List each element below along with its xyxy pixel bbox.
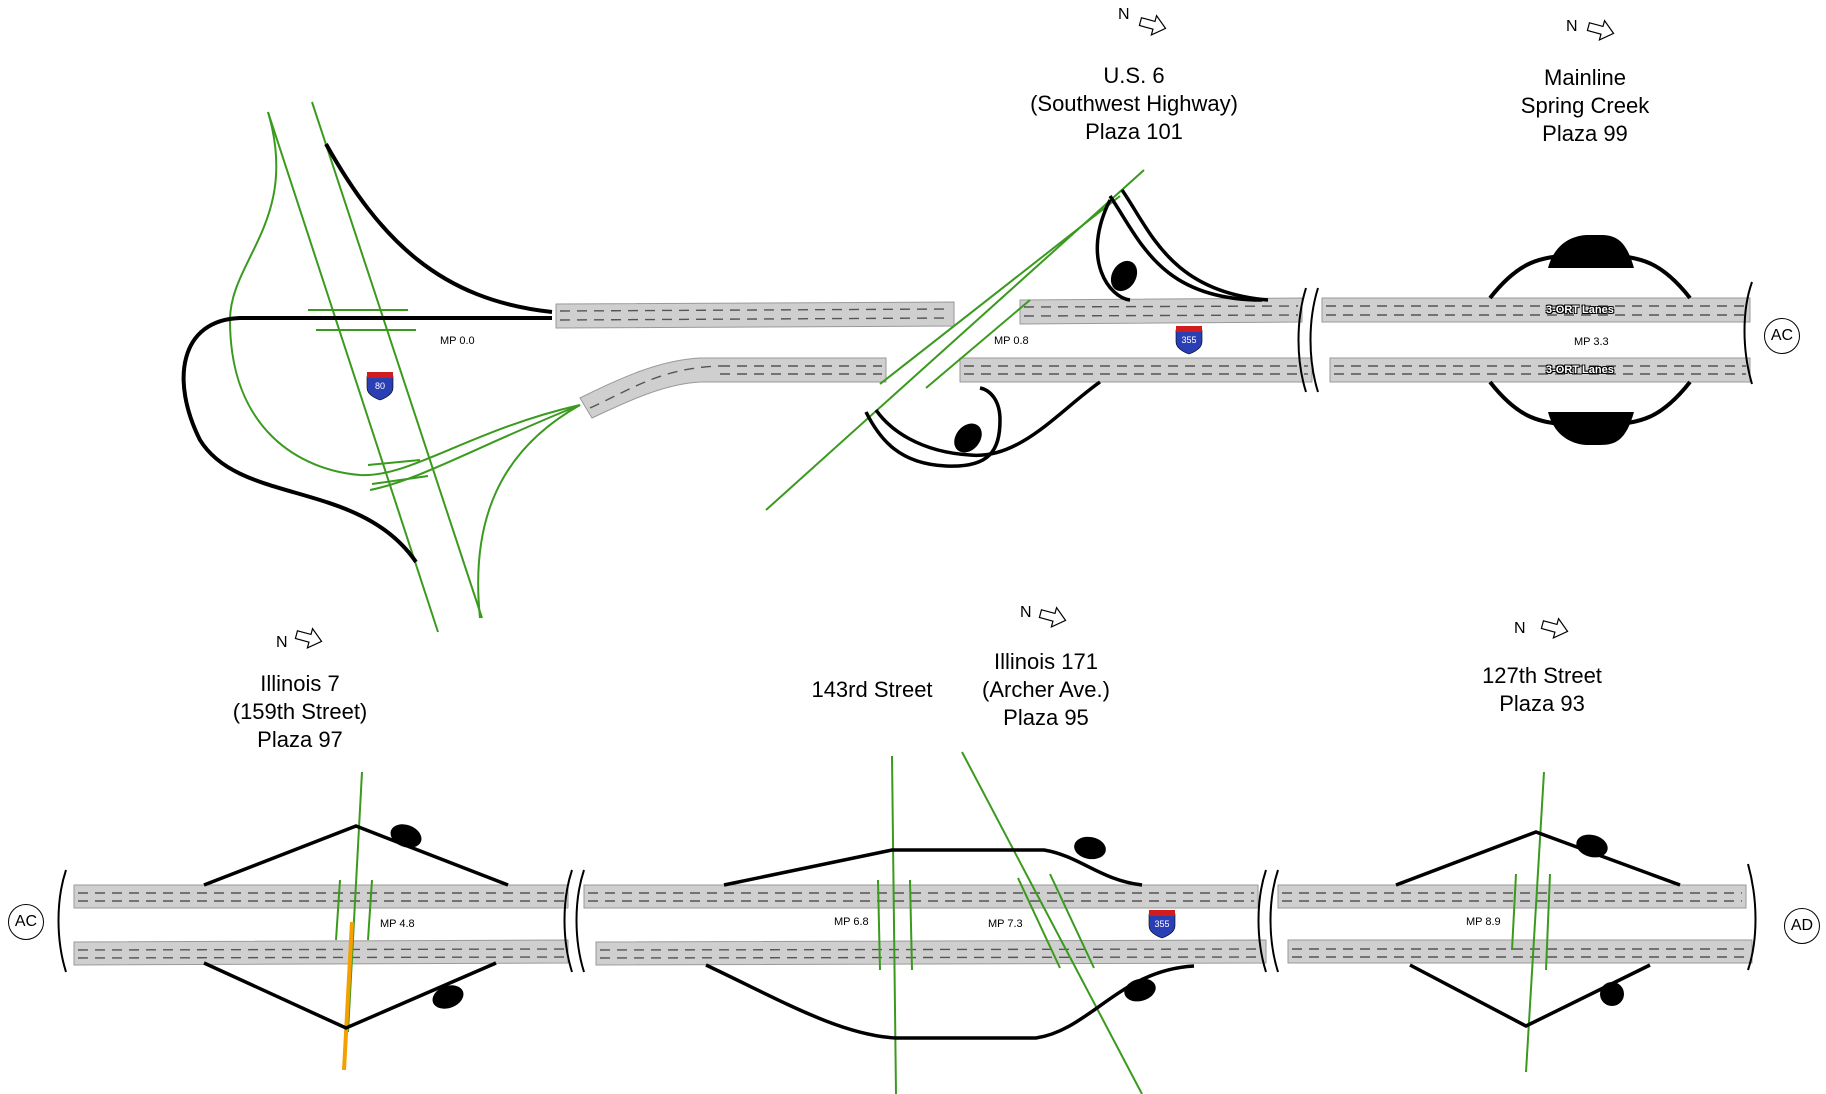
i80-ramps — [181, 143, 553, 564]
us6-bulb-south — [954, 423, 982, 453]
mainline-bottom — [73, 884, 1753, 966]
il7-bulb-north — [390, 824, 422, 848]
il171-bulb-south — [1124, 978, 1156, 1002]
i355-shield-number: 355 — [1181, 335, 1197, 345]
us6-crossroad — [765, 169, 1145, 511]
st143-label: 143rd Street — [811, 677, 933, 702]
connector-ac-top: AC — [1764, 318, 1800, 354]
north-arrow-icon — [1037, 603, 1069, 631]
milepost-label: MP 0.8 — [994, 335, 1029, 347]
i80-shield-icon — [366, 372, 394, 401]
il171-bulb-north — [1074, 836, 1106, 860]
st143-il171-crossroad — [877, 751, 1143, 1094]
north-indicator: N — [1118, 6, 1130, 23]
i355-shield-top-icon — [1175, 326, 1203, 355]
i355-shield-number: 355 — [1154, 919, 1170, 929]
north-arrow-icon — [1585, 16, 1617, 44]
i355-shield-bottom-icon — [1148, 910, 1176, 939]
milepost-label: MP 4.8 — [380, 918, 415, 930]
lane-dashes-bottom — [77, 892, 1748, 959]
milepost-label: MP 3.3 — [1574, 336, 1609, 348]
i80-crossroad — [228, 101, 581, 633]
spring-creek-canopy-north — [1548, 235, 1634, 268]
us6-bulb-north — [1110, 260, 1138, 292]
il7-label: Illinois 7 (159th Street) Plaza 97 — [232, 671, 368, 752]
i80-shield-number: 80 — [374, 381, 385, 391]
il171-label: Illinois 171 (Archer Ave.) Plaza 95 — [982, 649, 1110, 730]
il7-ramps — [203, 824, 509, 1030]
break-marks-bottom — [57, 863, 1757, 973]
st127-bulb-south — [1600, 982, 1624, 1006]
milepost-label: MP 8.9 — [1466, 916, 1501, 928]
st127-bulb-north — [1576, 834, 1608, 858]
ort-lanes-label: 3-ORT Lanes — [1546, 304, 1614, 316]
mainline-top — [555, 297, 1751, 419]
north-indicator: N — [1020, 604, 1032, 621]
north-arrow-icon — [293, 624, 325, 652]
north-indicator: N — [276, 634, 288, 651]
lane-dashes-top — [559, 305, 1746, 409]
north-arrow-icon — [1137, 11, 1169, 39]
north-indicator: N — [1566, 18, 1578, 35]
milepost-label: MP 7.3 — [988, 918, 1023, 930]
st127-label: 127th Street Plaza 93 — [1482, 663, 1602, 716]
us6-label: U.S. 6 (Southwest Highway) Plaza 101 — [1030, 63, 1238, 144]
north-arrow-icon — [1539, 614, 1571, 642]
st127-crossroad — [1511, 771, 1551, 1073]
milepost-label: MP 0.0 — [440, 335, 475, 347]
milepost-label: MP 6.8 — [834, 916, 869, 928]
spring-creek-canopy-south — [1548, 412, 1634, 445]
break-marks-top — [1297, 281, 1753, 393]
il7-crossroad-highlight — [342, 921, 354, 1071]
us6-ramps — [864, 188, 1269, 468]
mainline-label: Mainline Spring Creek Plaza 99 — [1520, 65, 1650, 146]
north-indicator: N — [1514, 620, 1526, 637]
ort-lanes-label: 3-ORT Lanes — [1546, 364, 1614, 376]
connector-ad: AD — [1784, 908, 1820, 944]
connector-ac-bottom: AC — [8, 904, 44, 940]
il7-bulb-south — [432, 985, 464, 1009]
